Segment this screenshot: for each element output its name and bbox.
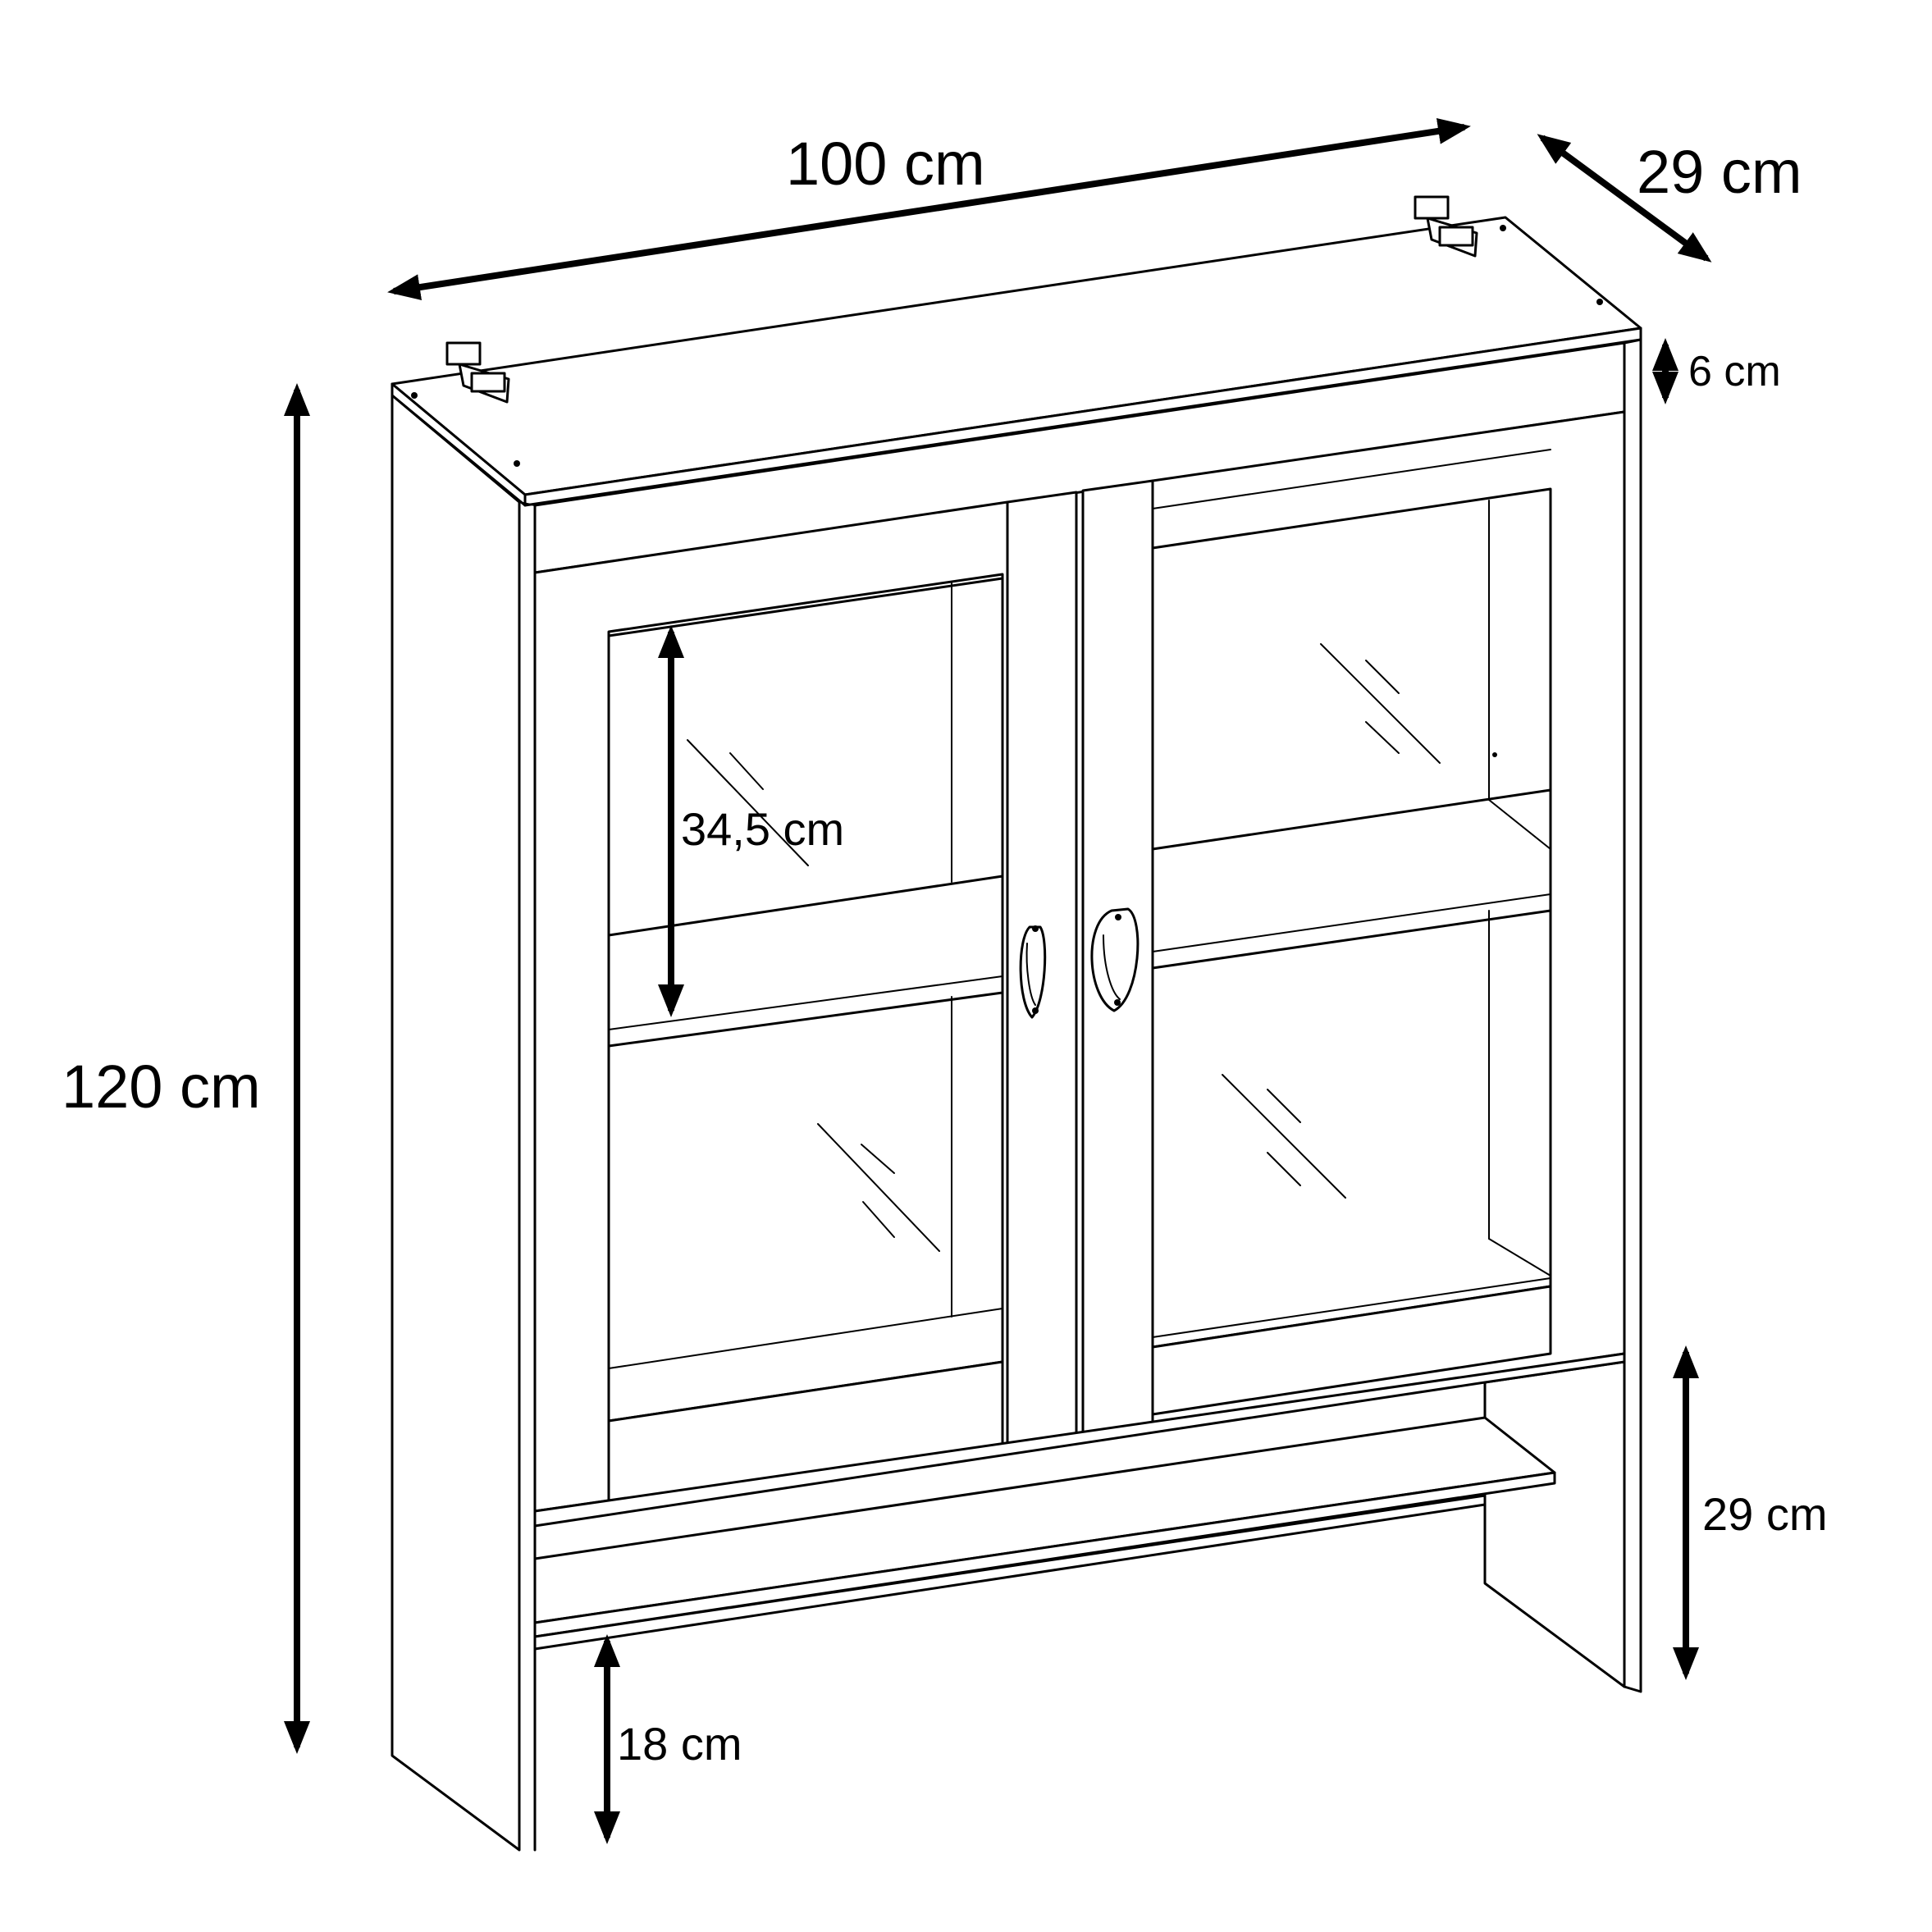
left-hanging-bracket-icon <box>445 341 510 404</box>
right-door-shelf <box>1151 788 1552 970</box>
right-door-bottom-rail <box>1151 1285 1552 1416</box>
right-side-lower <box>1483 1360 1626 1688</box>
left-door-handle-icon <box>1019 925 1047 1019</box>
right-door-handle-icon <box>1090 907 1140 1012</box>
lower-section-label: 29 cm <box>1702 1488 1828 1540</box>
width-arrow <box>387 118 1471 300</box>
depth-label: 29 cm <box>1637 138 1802 206</box>
bottom-clearance-label: 18 cm <box>617 1718 742 1770</box>
left-door-shelf <box>607 875 1004 1048</box>
cabinet <box>391 216 1642 1852</box>
bottom-stretcher <box>533 1494 1487 1651</box>
right-door-stile <box>1081 479 1154 1436</box>
lower-shelf-front-edge <box>533 1471 1556 1638</box>
depth-arrow <box>1537 134 1712 263</box>
left-door-stile <box>1006 491 1078 1446</box>
lower-back-rail <box>533 1352 1626 1528</box>
glass-section-label: 34,5 cm <box>681 803 844 855</box>
width-label: 100 cm <box>786 130 985 198</box>
height-label: 120 cm <box>62 1053 261 1121</box>
left-side-panel <box>391 394 521 1852</box>
top-panel-label: 6 cm <box>1688 348 1781 395</box>
right-side-panel <box>1623 338 1642 1693</box>
